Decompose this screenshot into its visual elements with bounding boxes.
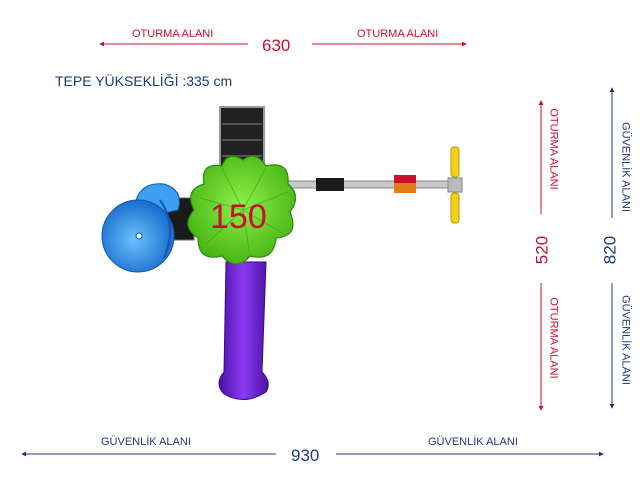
outer-safety-label-top: GÜVENLİK ALANI [619, 122, 632, 212]
bottom-safety-label-left: GÜVENLİK ALANI [101, 436, 191, 448]
bottom-safety-label-right: GÜVENLİK ALANI [428, 436, 518, 448]
tube-slide [218, 261, 269, 400]
top-seating-label-right: OTURMA ALANI [357, 28, 439, 40]
top-seating-label-left: OTURMA ALANI [132, 28, 214, 40]
inner-dimension-value: 520 [532, 235, 552, 265]
spiral-slide [101, 183, 180, 273]
top-dimension-value: 630 [262, 36, 291, 55]
outer-dimension-value: 820 [600, 235, 620, 265]
bar-clamp-red [394, 175, 416, 193]
roof-seams [199, 167, 289, 257]
connecting-bar [283, 180, 457, 189]
outer-safety-label-bottom: GÜVENLİK ALANI [619, 295, 632, 385]
inner-seating-label-bottom: OTURMA ALANI [547, 297, 560, 379]
platform-label: 150 [210, 198, 267, 236]
bottom-dimension-value: 930 [291, 446, 320, 465]
bar-clamp-black [316, 178, 344, 191]
inner-seating-label-top: OTURMA ALANI [547, 108, 560, 190]
height-note: TEPE YÜKSEKLİĞİ :335 cm [55, 73, 233, 89]
handle-bars [447, 146, 463, 224]
